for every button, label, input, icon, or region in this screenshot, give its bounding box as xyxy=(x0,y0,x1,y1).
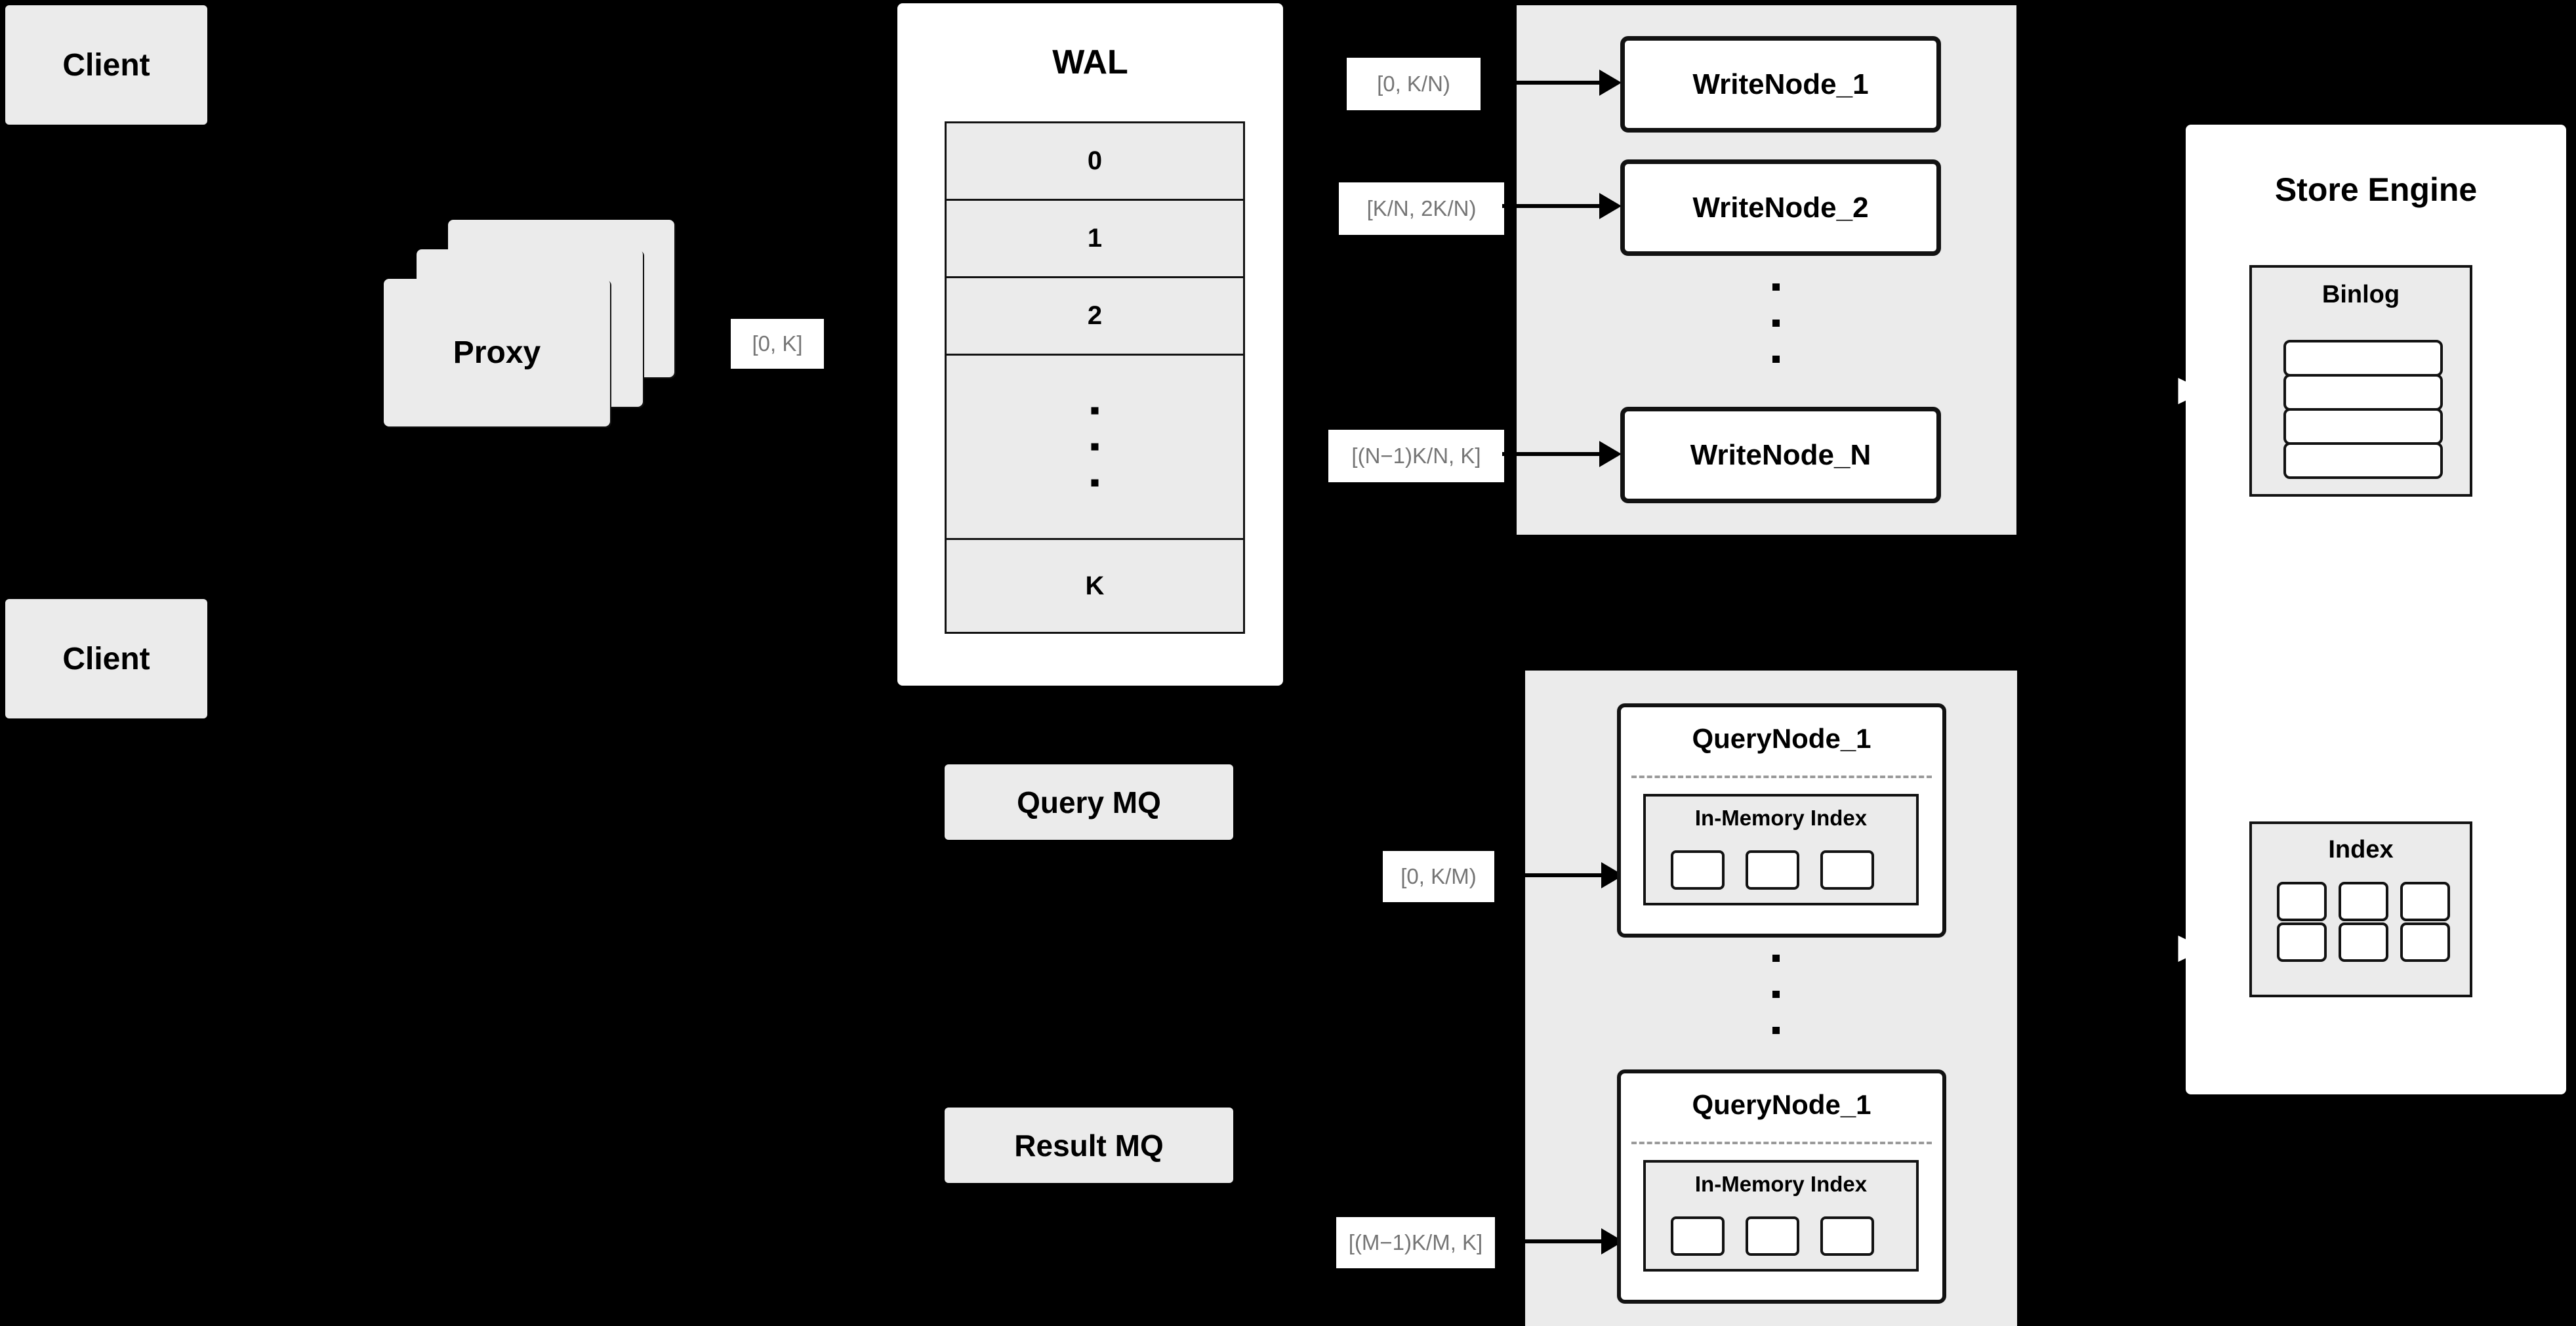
client-box-1[interactable]: Client xyxy=(5,5,207,125)
proxy-box[interactable]: Proxy xyxy=(384,279,610,426)
write-node-n[interactable]: WriteNode_N xyxy=(1620,407,1941,503)
result-mq-label: Result MQ xyxy=(1014,1128,1164,1163)
arrow-head-write-1 xyxy=(1599,70,1622,96)
wal-entry-1: 1 xyxy=(947,201,1243,279)
client-box-2[interactable]: Client xyxy=(5,599,207,718)
wal-title: WAL xyxy=(1052,43,1128,81)
in-memory-index-2-title: In-Memory Index xyxy=(1694,1172,1868,1196)
write-range-label-n: [(N−1)K/N, K] xyxy=(1328,430,1504,482)
in-memory-index-1: In-Memory Index xyxy=(1643,794,1919,905)
write-node-2-label: WriteNode_2 xyxy=(1692,191,1869,224)
arrow-line-query-m xyxy=(1498,1239,1603,1243)
write-range-label-1: [0, K/N) xyxy=(1347,58,1481,110)
proxy-label: Proxy xyxy=(453,335,541,370)
write-node-2[interactable]: WriteNode_2 xyxy=(1620,159,1941,256)
binlog-box: Binlog xyxy=(2249,265,2472,497)
in-memory-index-1-cell-1 xyxy=(1671,850,1725,890)
arrow-line-query-1 xyxy=(1498,873,1603,877)
arrow-line-write-1 xyxy=(1502,81,1601,85)
in-memory-index-1-title: In-Memory Index xyxy=(1694,806,1868,830)
binlog-title: Binlog xyxy=(2321,281,2400,308)
wal-entry-0: 0 xyxy=(947,123,1243,201)
query-node-2-title: QueryNode_1 xyxy=(1692,1089,1871,1120)
query-node-2-separator xyxy=(1631,1142,1932,1144)
query-range-label-m: [(M−1)K/M, K] xyxy=(1336,1217,1495,1268)
store-engine-title: Store Engine xyxy=(2274,171,2478,208)
in-memory-index-2-cell-1 xyxy=(1671,1216,1725,1256)
binlog-entry-4 xyxy=(2283,442,2443,479)
wal-entry-k: K xyxy=(947,540,1243,632)
result-mq-box[interactable]: Result MQ xyxy=(945,1108,1233,1183)
arrow-head-write-2 xyxy=(1599,193,1622,219)
in-memory-index-1-cell-3 xyxy=(1820,850,1874,890)
query-node-1[interactable]: QueryNode_1 In-Memory Index xyxy=(1617,703,1946,938)
index-cell-4 xyxy=(2277,922,2327,962)
arrow-line-binlog xyxy=(2125,389,2178,392)
binlog-entry-3 xyxy=(2283,408,2443,445)
write-cluster-vertical-dots-icon xyxy=(1772,283,1780,363)
index-cell-6 xyxy=(2400,922,2450,962)
index-cell-1 xyxy=(2277,882,2327,921)
wal-entry-2: 2 xyxy=(947,278,1243,356)
wal-entry-ellipsis xyxy=(947,356,1243,541)
arrow-line-write-2 xyxy=(1502,204,1601,208)
query-range-label-1: [0, K/M) xyxy=(1383,851,1494,902)
index-cell-5 xyxy=(2339,922,2388,962)
write-node-1[interactable]: WriteNode_1 xyxy=(1620,36,1941,133)
binlog-entry-1 xyxy=(2283,340,2443,377)
arrow-head-write-n xyxy=(1599,441,1622,467)
client-label-1: Client xyxy=(62,47,150,83)
wal-panel: WAL 0 1 2 K xyxy=(897,3,1283,686)
query-cluster-vertical-dots-icon xyxy=(1772,955,1780,1034)
in-memory-index-1-cell-2 xyxy=(1746,850,1799,890)
index-box: Index xyxy=(2249,821,2472,997)
write-node-1-label: WriteNode_1 xyxy=(1692,68,1869,100)
binlog-entry-2 xyxy=(2283,374,2443,411)
wal-vertical-dots-icon xyxy=(1091,407,1099,487)
write-range-label-2: [K/N, 2K/N) xyxy=(1339,182,1504,235)
in-memory-index-2-cell-3 xyxy=(1820,1216,1874,1256)
write-node-n-label: WriteNode_N xyxy=(1690,438,1871,471)
query-node-2[interactable]: QueryNode_1 In-Memory Index xyxy=(1617,1069,1946,1304)
arrow-line-write-n xyxy=(1502,452,1601,456)
store-engine-panel: Store Engine Binlog Index xyxy=(2186,125,2566,1094)
wal-entry-table: 0 1 2 K xyxy=(945,121,1245,634)
query-mq-label: Query MQ xyxy=(1017,785,1161,819)
query-mq-box[interactable]: Query MQ xyxy=(945,764,1233,840)
proxy-range-label: [0, K] xyxy=(731,319,824,369)
client-label-2: Client xyxy=(62,641,150,676)
index-cell-2 xyxy=(2339,882,2388,921)
in-memory-index-2: In-Memory Index xyxy=(1643,1160,1919,1272)
index-cell-3 xyxy=(2400,882,2450,921)
in-memory-index-2-cell-2 xyxy=(1746,1216,1799,1256)
query-node-1-title: QueryNode_1 xyxy=(1692,723,1871,754)
index-title: Index xyxy=(2328,836,2394,863)
arrow-line-index xyxy=(2125,947,2178,950)
query-node-1-separator xyxy=(1631,776,1932,778)
